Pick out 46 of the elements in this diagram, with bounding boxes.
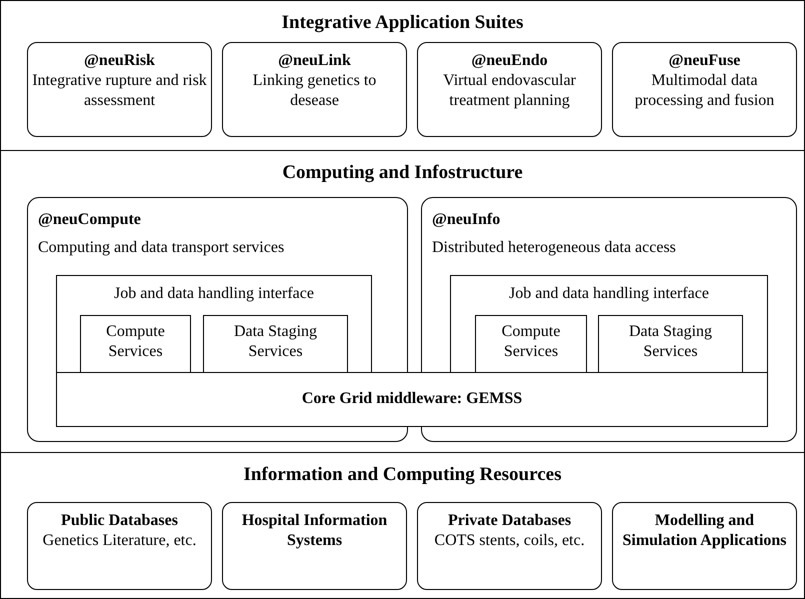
component-name: Private Databases — [446, 511, 572, 531]
layer-band — [0, 150, 805, 453]
component-description: Linking genetics to desease — [252, 71, 378, 111]
interface-box — [56, 275, 372, 375]
component-box — [222, 502, 407, 590]
component-description: COTS stents, coils, etc. — [433, 531, 586, 551]
component-description: Multimodal data processing and fusion — [634, 71, 776, 111]
component-description: Distributed heterogeneous data access — [432, 238, 677, 258]
layer-band — [0, 452, 805, 599]
component-box — [417, 502, 602, 590]
component-name: @neuCompute — [38, 210, 142, 230]
component-name: @neuFuse — [668, 51, 742, 71]
component-label: Job and data handling interface — [113, 284, 315, 304]
component-name: @neuEndo — [470, 51, 549, 71]
component-box — [417, 42, 602, 137]
component-box — [222, 42, 407, 137]
component-label: Modelling and Simulation Applications — [621, 511, 788, 551]
component-label: Core Grid middleware: GEMSS — [300, 389, 524, 409]
component-box — [612, 42, 797, 137]
component-name: Public Databases — [60, 511, 179, 531]
component-label: Compute Services — [500, 322, 562, 362]
layer-band — [0, 0, 805, 151]
layer-title: Computing and Infostructure — [281, 163, 524, 183]
service-box — [80, 315, 191, 375]
component-box — [27, 42, 212, 137]
component-label: Data Staging Services — [232, 322, 318, 362]
component-box — [27, 502, 212, 590]
component-name: @neuInfo — [432, 210, 502, 230]
service-box — [475, 315, 587, 375]
layer-title: Integrative Application Suites — [280, 13, 524, 33]
interface-box — [450, 275, 768, 375]
component-name: @neuRisk — [83, 51, 156, 71]
service-box — [598, 315, 743, 375]
component-description: Virtual endovascular treatment planning — [442, 71, 577, 111]
component-box — [612, 502, 797, 590]
component-name: @neuLink — [277, 51, 352, 71]
component-label: Data Staging Services — [628, 322, 714, 362]
component-label: Job and data handling interface — [508, 284, 710, 304]
component-label: Hospital Information Systems — [240, 511, 388, 551]
component-description: Integrative rupture and risk assessment — [32, 71, 207, 111]
middleware-bar — [56, 372, 768, 427]
component-label: Compute Services — [105, 322, 166, 362]
component-description: Genetics Literature, etc. — [42, 531, 198, 551]
component-description: Computing and data transport services — [38, 238, 286, 258]
service-box — [203, 315, 348, 375]
layer-title: Information and Computing Resources — [242, 465, 562, 485]
